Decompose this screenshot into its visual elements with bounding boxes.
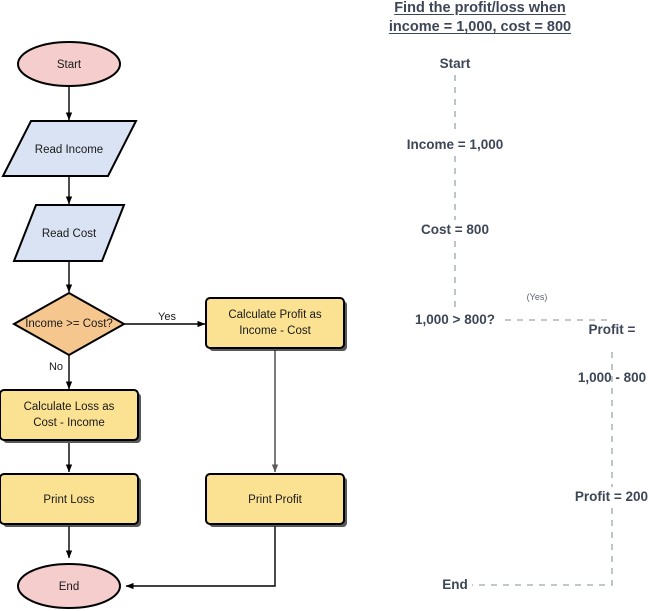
node-print-profit-label: Print Profit (248, 494, 302, 506)
trace-step-start: Start (439, 56, 471, 71)
node-read-income-label: Read Income (35, 144, 103, 156)
io-shape-read-cost (12, 204, 126, 262)
trace-step-profit-expression: Profit = 1,000 - 800 (542, 290, 649, 418)
trace-step-cost: Cost = 800 (421, 222, 489, 237)
decision-shape (11, 291, 127, 357)
trace-step-income: Income = 1,000 (406, 137, 504, 152)
node-decision-label: Income >= Cost? (25, 318, 113, 330)
trace-dash-result-to-end (472, 508, 613, 586)
trace-title-line1: Find the profit/loss when (394, 0, 566, 16)
trace-branch-label-yes: (Yes) (526, 292, 548, 302)
trace-dashed-path (454, 75, 613, 586)
trace-step-profit-expression-line2: 1,000 - 800 (577, 370, 647, 385)
node-calculate-loss-label-line2: Cost - Income (33, 417, 105, 429)
connector-printprofit-to-end (125, 526, 276, 590)
node-start[interactable]: Start (17, 41, 121, 87)
trace-step-profit-result: Profit = 200 (574, 489, 648, 504)
process-shape-print-profit (205, 473, 345, 525)
terminal-shape-start (17, 41, 121, 87)
node-read-income[interactable]: Read Income (1, 120, 138, 177)
flow-connectors (65, 86, 279, 590)
flowchart-diagram: Start Read Income Read Cost Income >= Co… (0, 41, 347, 609)
trace-step-end: End (442, 577, 468, 592)
node-calculate-loss[interactable]: Calculate Loss as Cost - Income (0, 389, 141, 443)
node-decision[interactable]: Income >= Cost? (11, 291, 127, 357)
node-calculate-profit-label-line2: Income - Cost (239, 325, 311, 337)
process-shape-calculate-loss (0, 389, 139, 441)
trace-title: Find the profit/loss when income = 1,000… (355, 0, 605, 37)
trace-title-line2: income = 1,000, cost = 800 (388, 19, 572, 35)
node-print-loss[interactable]: Print Loss (0, 473, 141, 527)
io-shape-read-income (1, 120, 138, 177)
node-print-loss-label: Print Loss (43, 494, 94, 506)
trace-step-profit-expression-line1: Profit = (588, 322, 636, 337)
node-print-profit[interactable]: Print Profit (205, 473, 347, 527)
trace-step-compare: 1,000 > 800? (415, 312, 495, 327)
node-read-cost[interactable]: Read Cost (12, 204, 126, 262)
node-calculate-loss-label-line1: Calculate Loss as (24, 401, 115, 413)
node-calculate-profit[interactable]: Calculate Profit as Income - Cost (205, 297, 347, 351)
edge-label-no: No (49, 361, 63, 373)
node-end[interactable]: End (17, 563, 121, 609)
node-end-label: End (59, 581, 79, 593)
node-start-label: Start (57, 59, 82, 71)
node-read-cost-label: Read Cost (42, 228, 97, 240)
process-shape-print-loss (0, 473, 139, 525)
terminal-shape-end (17, 563, 121, 609)
edge-label-yes: Yes (158, 311, 176, 323)
node-calculate-profit-label-line1: Calculate Profit as (228, 309, 322, 321)
process-shape-calculate-profit (205, 297, 345, 349)
